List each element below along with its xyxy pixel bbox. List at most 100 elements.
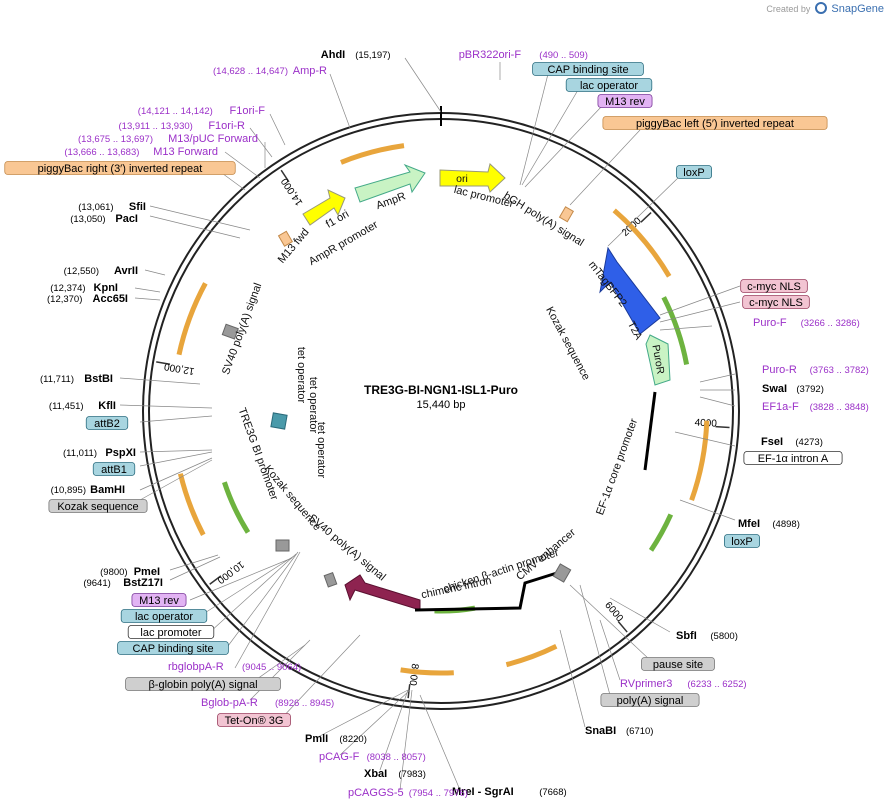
label-box-bg — [117, 641, 229, 655]
label-box-bg — [120, 609, 208, 623]
arc-2000 — [612, 208, 672, 278]
label-attb1: attB1 — [92, 462, 136, 476]
label-name: pCAG-F — [319, 751, 360, 763]
label-cap-binding-site-top: CAP binding site — [532, 62, 644, 76]
label-coord: (13,675 .. 13,697) — [78, 134, 153, 145]
label-puro-f: Puro-F(3266 .. 3286) — [753, 317, 860, 329]
leader-52 — [329, 73, 351, 129]
label-m13-puc-forward: M13/pUC Forward (13,675 .. 13,697) — [78, 133, 258, 145]
label-f1ori-f: F1ori-F(14,121 .. 14,142) — [138, 105, 265, 117]
arc-10700 — [177, 473, 206, 536]
leader-4 — [524, 105, 603, 188]
label-box-bg — [742, 295, 810, 309]
label-name: BamHI — [90, 484, 125, 496]
label-coord: (3763 .. 3782) — [810, 365, 869, 376]
feature-arcs — [176, 143, 710, 676]
label-coord: (13,666 .. 13,683) — [64, 147, 139, 158]
label-kfli: KflI (11,451) — [49, 400, 116, 412]
label-name: EF1a-F — [762, 401, 799, 413]
label-box-text: lac operator — [580, 80, 638, 92]
label-pspxi: PspXI (11,011) — [63, 447, 136, 459]
cmv-box — [552, 563, 572, 583]
label-name: PmeI — [134, 566, 160, 578]
tick-label-6000: 6000 — [602, 600, 625, 624]
leader-25 — [279, 634, 361, 721]
label-m13-rev-top: M13 rev — [597, 94, 653, 108]
label-name: M13/pUC Forward — [168, 133, 258, 145]
label-box-bg — [92, 462, 136, 476]
label-coord: (9641) — [83, 578, 110, 589]
label-name: pCAGGS-5 — [348, 787, 404, 799]
label-coord: (12,550) — [64, 266, 99, 277]
arc-green-3000 — [661, 296, 690, 365]
credit-prefix: Created by — [766, 4, 811, 14]
leader-19 — [559, 629, 586, 728]
leader-44 — [144, 269, 166, 276]
label-bstz17i: BstZ17I(9641) — [83, 577, 163, 589]
arc-12400 — [176, 282, 208, 356]
label-coord: (11,451) — [49, 401, 84, 412]
label-coord: (11,011) — [63, 448, 97, 459]
label-box-text: pause site — [653, 659, 703, 671]
label-box-bg — [85, 416, 129, 430]
leader-45 — [149, 215, 241, 239]
arc-6800 — [505, 644, 558, 668]
leader-5 — [569, 129, 641, 206]
label-coord: (490 .. 509) — [539, 50, 588, 61]
label-polya-signal: poly(A) signal — [600, 693, 700, 707]
label-name: FseI — [761, 436, 783, 448]
label-name: SnaBI — [585, 725, 616, 737]
label-name: F1ori-R — [208, 120, 245, 132]
label-swai: SwaI(3792) — [762, 383, 824, 395]
backbone-outer-ring — [142, 112, 740, 710]
feature-label-ampr-promoter: AmpR promoter — [307, 219, 381, 268]
label-coord: (6233 .. 6252) — [687, 679, 746, 690]
label-coord: (7668) — [539, 787, 566, 798]
label-tet-on-3g: Tet-On® 3G — [217, 713, 291, 727]
leader-51 — [269, 113, 286, 146]
label-box-text: M13 rev — [139, 595, 179, 607]
label-m13-rev-bottom: M13 rev — [131, 593, 187, 607]
label-pcaggs-5: pCAGGS-5(7954 .. 7976) — [348, 787, 468, 799]
leader-38 — [139, 449, 213, 453]
label-name: KflI — [98, 400, 116, 412]
label-piggybac-right: piggyBac right (3′) inverted repeat — [4, 161, 236, 175]
label-coord: (14,121 .. 14,142) — [138, 106, 213, 117]
credit-brand: SnapGene — [831, 3, 884, 15]
f1ori-arrow — [302, 189, 346, 226]
tick-12000 — [156, 361, 171, 365]
arc-green-10500 — [222, 481, 251, 534]
feature-label-tet-operator-2: tet operator — [307, 377, 319, 434]
leader-14 — [679, 499, 736, 521]
leader-32 — [189, 557, 293, 601]
label-box-bg — [217, 713, 291, 727]
label-name: AhdI — [321, 49, 345, 61]
arc-4200 — [689, 420, 710, 502]
tet-on-arrow — [344, 574, 421, 611]
label-coord: (5800) — [710, 631, 737, 642]
label-name: PspXI — [105, 447, 136, 459]
label-coord: (15,197) — [355, 50, 390, 61]
leader-8 — [659, 301, 741, 323]
label-name: Puro-F — [753, 317, 787, 329]
label-cmyc-nls-1: c-myc NLS — [740, 279, 808, 293]
mtagbfp2-arrow — [599, 246, 661, 335]
puror-arrow — [645, 334, 671, 386]
leader-18 — [579, 584, 611, 696]
label-paci: PacI(13,050) — [70, 213, 138, 225]
label-name: BstBI — [84, 373, 113, 385]
label-box-bg — [532, 62, 644, 76]
leader-0 — [404, 57, 442, 113]
label-bstbi: BstBI(11,711) — [40, 373, 113, 385]
leader-41 — [119, 377, 201, 385]
label-loxp-top: loxP — [676, 165, 713, 179]
label-name: PmlI — [305, 733, 328, 745]
tick-6000 — [617, 620, 628, 633]
tick-2000 — [640, 212, 652, 223]
label-box-text: attB2 — [94, 418, 120, 430]
arc-green-5000 — [648, 513, 674, 552]
label-name: MreI - SgrAI — [452, 786, 514, 798]
label-piggybac-left: piggyBac left (5′) inverted repeat — [602, 116, 828, 130]
label-coord: (9800) — [100, 567, 127, 578]
label-box-bg — [127, 625, 215, 639]
